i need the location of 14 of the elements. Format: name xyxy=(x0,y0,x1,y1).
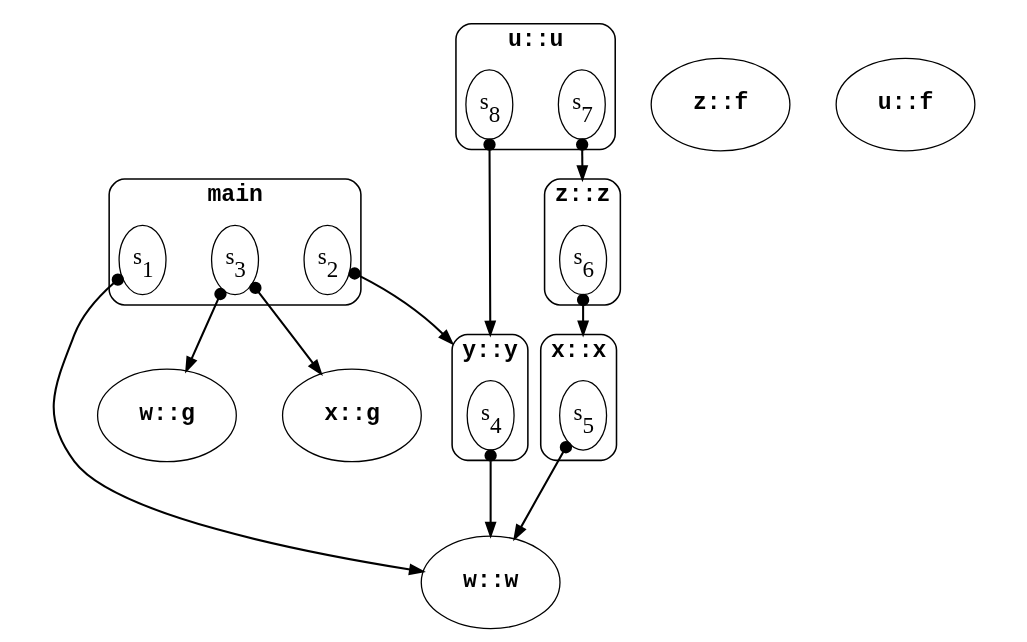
arrow xyxy=(248,281,323,377)
arrow xyxy=(52,273,426,576)
arrow xyxy=(575,138,588,183)
arrow xyxy=(483,449,497,539)
node-ellipse: x::g xyxy=(281,368,422,463)
node-ellipse: z::f xyxy=(650,57,791,152)
arrow xyxy=(184,287,227,374)
arrow xyxy=(512,441,572,542)
arrow xyxy=(482,138,496,338)
node-ellipse: w::g xyxy=(96,368,237,463)
node-ellipse: u::f xyxy=(835,57,975,152)
arrow xyxy=(347,267,454,346)
arrow xyxy=(576,293,589,338)
node-ellipse: w::w xyxy=(420,535,561,630)
